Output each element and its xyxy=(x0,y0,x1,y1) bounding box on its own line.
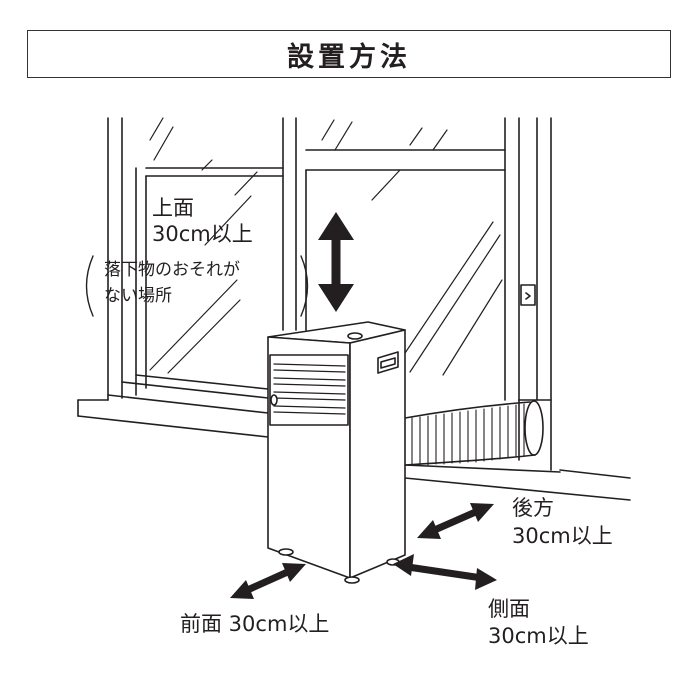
side-clearance-label-line1: 側面 xyxy=(488,597,530,621)
title-box: 設置方法 xyxy=(27,30,671,78)
top-clearance-label-line1: 上面 xyxy=(152,196,194,220)
air-conditioner-unit xyxy=(267,321,406,584)
caution-label-line2: ない場所 xyxy=(104,286,172,306)
arrows xyxy=(230,212,497,599)
front-clearance-arrow xyxy=(230,563,306,599)
side-clearance-arrow xyxy=(393,554,497,590)
caution-bracket xyxy=(85,255,309,317)
rear-clearance-label-line2: 30cm以上 xyxy=(512,524,613,548)
top-clearance-label-line2: 30cm以上 xyxy=(152,222,253,246)
glass-reflections xyxy=(149,117,503,376)
top-clearance-arrow xyxy=(318,212,354,312)
front-clearance-label: 前面 30cm以上 xyxy=(180,612,330,636)
exhaust-hose xyxy=(404,400,544,466)
caution-label-line1: 落下物のおそれが xyxy=(104,260,240,280)
page-title: 設置方法 xyxy=(287,41,411,73)
side-clearance-label-line2: 30cm以上 xyxy=(488,624,589,648)
rear-clearance-label-line1: 後方 xyxy=(512,496,554,520)
rear-clearance-arrow xyxy=(417,503,494,539)
